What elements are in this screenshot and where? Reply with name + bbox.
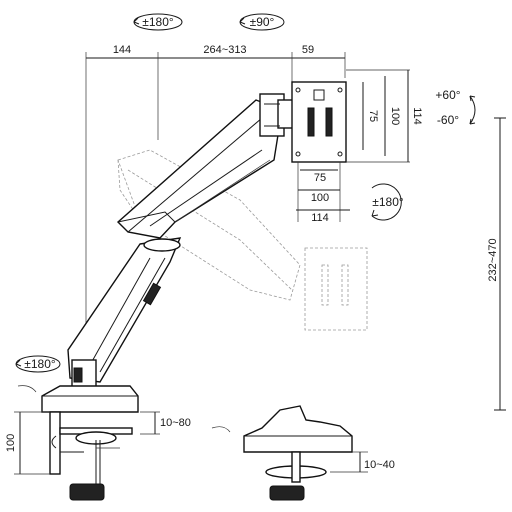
grommet-thickness-label: 10~40	[364, 459, 395, 471]
vesa-horizontal-dims: 75 100 114	[296, 162, 350, 224]
clamp-thickness-label: 10~80	[160, 417, 191, 429]
tilt-rotation-indicator: ±180°	[133, 13, 183, 31]
vesa-plate	[291, 81, 347, 163]
tilt-up-label: +60°	[435, 88, 460, 102]
swivel-rotation-indicator: ±90°	[239, 13, 285, 31]
upper-arm	[116, 99, 283, 239]
lower-arm	[67, 237, 182, 383]
vesa-h3-label: 114	[311, 212, 329, 224]
clamp-base	[17, 385, 139, 501]
base-rotation-indicator: ±180°	[15, 355, 61, 373]
vesa-v3-label: 114	[411, 107, 423, 125]
base-column	[71, 359, 97, 391]
reach-a-label: 144	[113, 44, 131, 56]
clamp-height-dimension: 100	[5, 411, 50, 475]
reach-b-label: 264~313	[203, 44, 246, 56]
swivel-rotation-label: ±90°	[250, 15, 275, 29]
vesa-v1-label: 75	[367, 110, 379, 122]
tilt-head	[259, 93, 295, 137]
ghost-vesa-plate	[304, 247, 368, 331]
grommet-base	[211, 405, 353, 501]
vesa-h1-label: 75	[314, 172, 326, 184]
tilt-rotation-label: ±180°	[142, 15, 174, 29]
plate-rotation-indicator: ±180°	[371, 183, 404, 221]
vesa-h2-label: 100	[311, 192, 329, 204]
clamp-height-label: 100	[5, 434, 17, 452]
plate-rotation-label: ±180°	[372, 195, 404, 209]
reach-c-label: 59	[302, 44, 314, 56]
tilt-down-label: -60°	[437, 113, 459, 127]
clamp-thickness-dimension: 10~80	[140, 411, 191, 435]
vesa-vertical-dims: 75 100 114	[346, 69, 423, 163]
grommet-thickness-dimension: 10~40	[330, 451, 395, 473]
reach-dimension: 144 264~313 59	[85, 44, 346, 330]
base-rotation-label: ±180°	[24, 357, 56, 371]
vesa-v2-label: 100	[389, 107, 401, 125]
height-dimension: 232~470	[487, 117, 506, 411]
height-range-label: 232~470	[487, 238, 499, 281]
tilt-angle-indicator: +60° -60°	[435, 88, 476, 127]
